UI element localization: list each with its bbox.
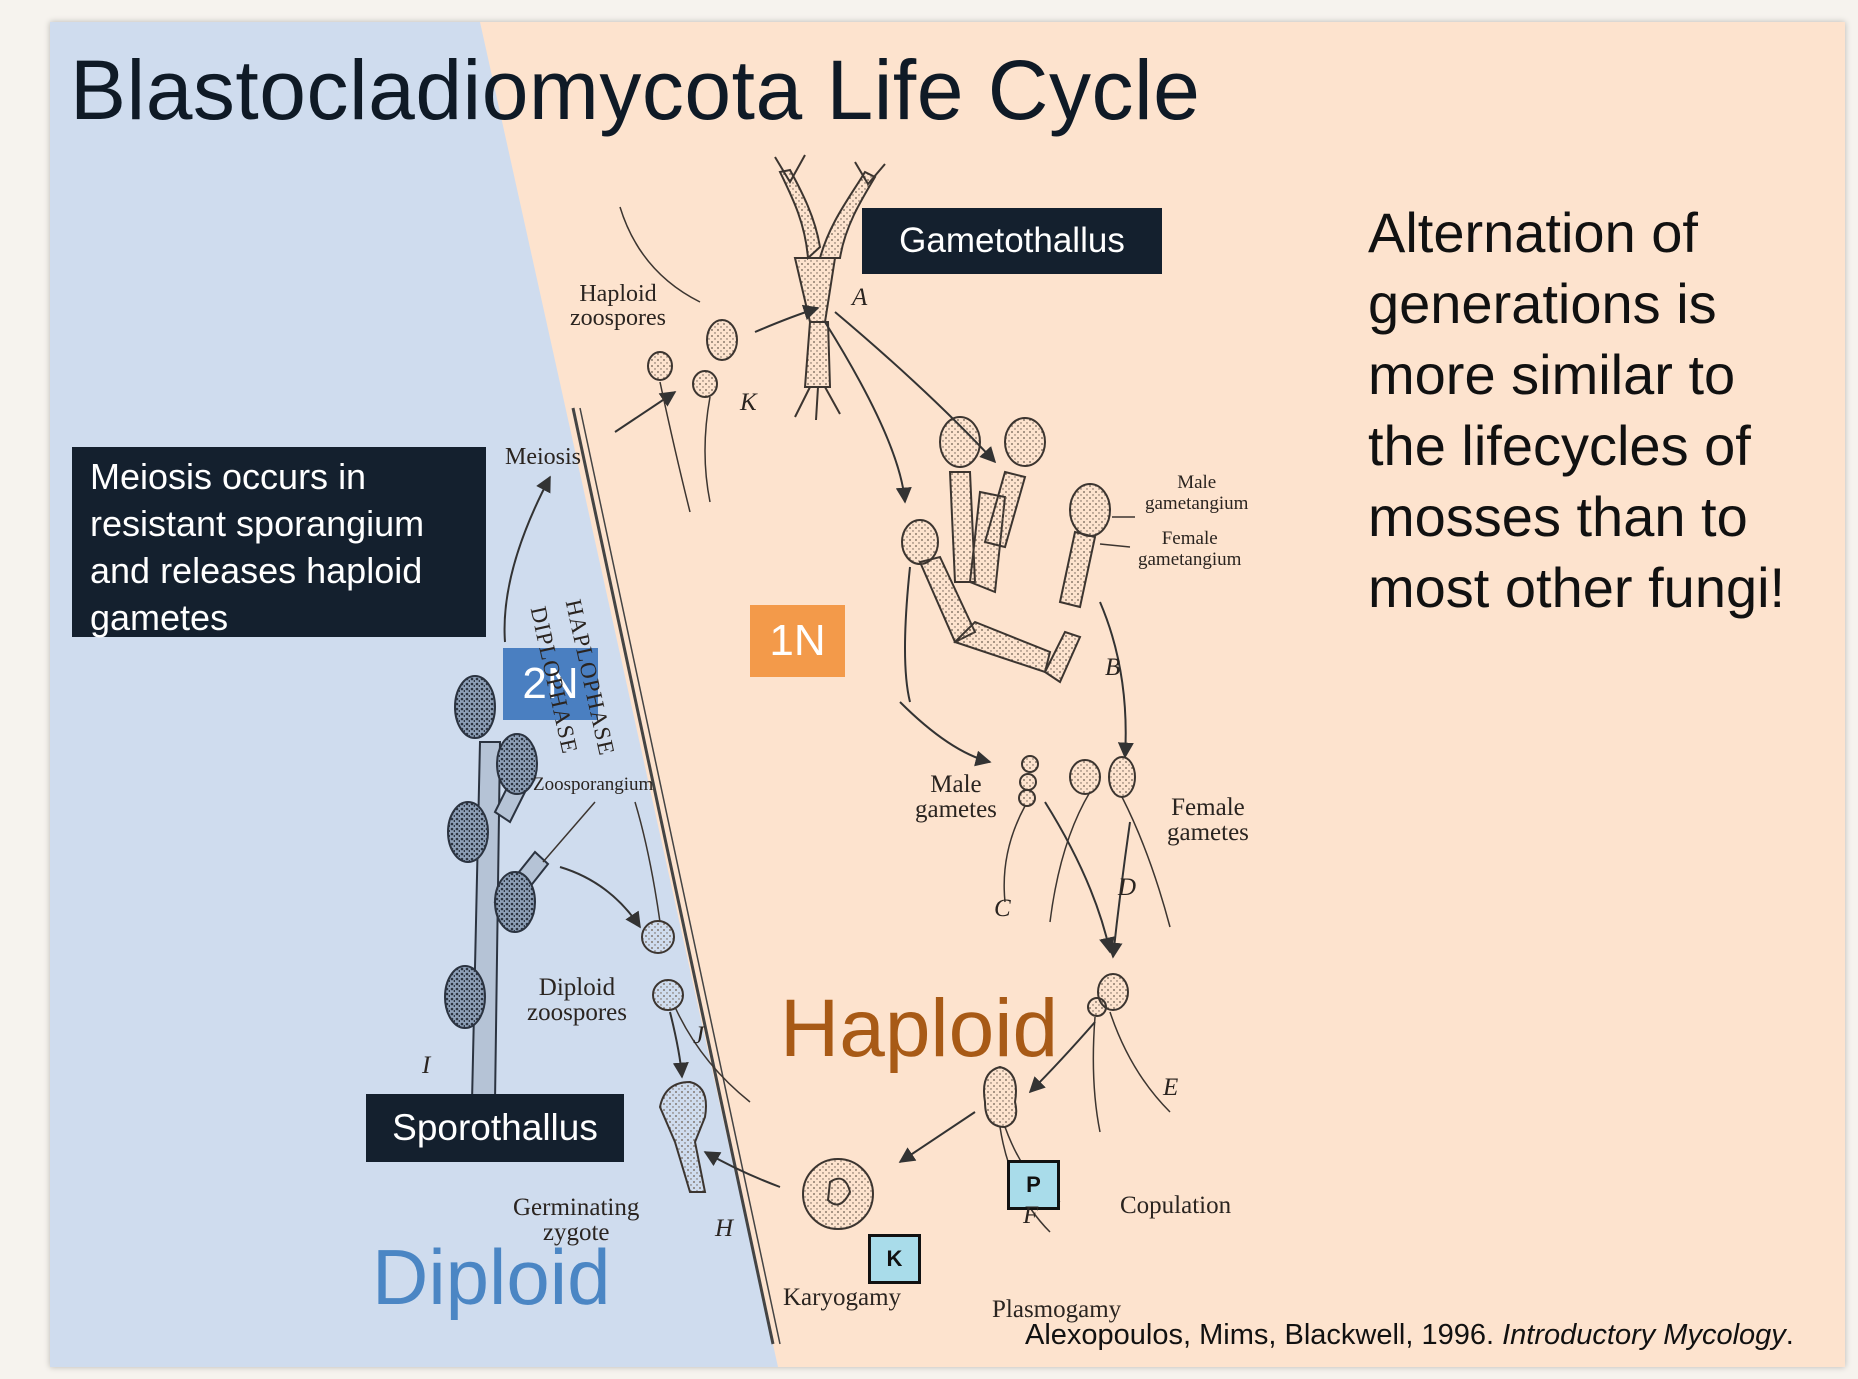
phase-divider xyxy=(571,407,775,1345)
gametothallus-callout: Gametothallus xyxy=(862,208,1162,274)
diploid-zoospores-label: Diploid zoospores xyxy=(527,974,627,1026)
copulation-label: Copulation xyxy=(1120,1192,1232,1219)
note-text: Alternation of generations is more simil… xyxy=(1368,201,1786,619)
gametothallus-drawing xyxy=(774,154,886,421)
haploid-label: Haploid xyxy=(780,983,1059,1074)
badge-2n: 2N xyxy=(503,648,598,720)
letter-e: E xyxy=(1163,1074,1179,1101)
letter-a: A xyxy=(852,284,868,311)
female-gametes-label: Female gametes xyxy=(1167,794,1249,846)
letter-c: C xyxy=(994,895,1011,922)
sporothallus-callout: Sporothallus xyxy=(366,1094,624,1162)
slide-title: Blastocladiomycota Life Cycle xyxy=(70,43,1201,137)
karyogamy-marker: K xyxy=(868,1234,921,1284)
life-cycle-illustration xyxy=(50,22,1171,1367)
male-gametangium-label: Male gametangium xyxy=(1145,472,1249,514)
male-gametes-label: Male gametes xyxy=(915,771,997,823)
gametes-drawing xyxy=(1018,755,1136,807)
letter-i: I xyxy=(422,1052,431,1079)
germinating-zygote-label: Germinating zygote xyxy=(513,1194,640,1246)
letter-f: F xyxy=(1023,1202,1039,1229)
badge-1n: 1N xyxy=(750,605,845,677)
letter-b: B xyxy=(1105,654,1121,681)
sporothallus-drawing xyxy=(444,675,550,1103)
letter-d: D xyxy=(1118,874,1137,901)
letter-h: H xyxy=(715,1215,734,1242)
slide: Blastocladiomycota Life Cycle Alternatio… xyxy=(50,22,1845,1367)
meiosis-callout: Meiosis occurs in resistant sporangium a… xyxy=(72,447,486,638)
meiosis-label: Meiosis xyxy=(505,444,582,470)
diploid-label: Diploid xyxy=(372,1233,611,1321)
letter-j: J xyxy=(693,1022,705,1049)
plasmogamy-marker: P xyxy=(1007,1160,1060,1210)
zoosporangium-label: Zoosporangium xyxy=(533,774,654,795)
haploid-zoospores-drawing xyxy=(647,319,738,398)
haploid-zoospores-label: Haploid zoospores xyxy=(570,281,666,331)
diploid-region xyxy=(50,22,778,1367)
plasmogamy-label: Plasmogamy xyxy=(992,1296,1122,1323)
zygote-drawing xyxy=(802,1158,874,1230)
citation: Alexopoulos, Mims, Blackwell, 1996. Intr… xyxy=(1025,1319,1794,1351)
letter-k: K xyxy=(740,389,757,416)
karyogamy-label: Karyogamy xyxy=(783,1284,902,1311)
female-gametangium-label: Female gametangium xyxy=(1138,528,1242,570)
gametangia-drawing xyxy=(901,416,1111,684)
